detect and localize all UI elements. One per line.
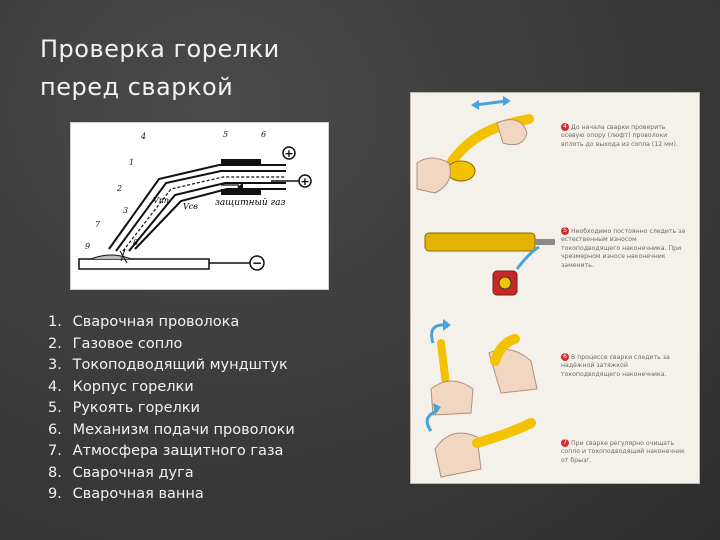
legend-item: 7. Атмосфера защитного газа xyxy=(48,443,284,459)
torch-body xyxy=(108,164,286,264)
legend-item: 4. Корпус горелки xyxy=(48,378,194,395)
title-line-1: Проверка горелки xyxy=(40,35,280,63)
callout-2: 2 xyxy=(116,184,122,193)
minus-symbol: − xyxy=(252,256,262,270)
plus-terminal-top xyxy=(282,146,296,160)
step-5-text: Необходимо постоянно следить за естестве… xyxy=(561,228,686,269)
workpiece xyxy=(78,258,210,270)
callout-5: 5 xyxy=(223,130,228,139)
parts-legend: 1. Сварочная проволока 2. Газовое сопло … xyxy=(48,312,378,506)
weld-pool xyxy=(90,254,132,260)
plus-symbol-top: + xyxy=(284,147,293,160)
step-6-text: В процессе сварки следить за надёжной за… xyxy=(561,354,670,378)
torch-diagram-drawing: + + − защитный газ Vсв Vпп 4 5 6 1 2 3 7… xyxy=(78,130,312,271)
step-6-illustration xyxy=(430,319,538,416)
slide-title: Проверка горелки перед сваркой xyxy=(40,30,380,106)
step-6-badge: 6 xyxy=(561,353,569,361)
callout-9: 9 xyxy=(85,242,90,251)
legend-item: 6. Механизм подачи проволоки xyxy=(48,421,295,438)
title-line-2: перед сваркой xyxy=(40,73,234,101)
legend-list: 1. Сварочная проволока 2. Газовое сопло … xyxy=(48,312,378,506)
step-7-badge: 7 xyxy=(561,439,569,447)
torch-diagram: + + − защитный газ Vсв Vпп 4 5 6 1 2 3 7… xyxy=(70,122,329,290)
legend-item: 3. Токоподводящий мундштук xyxy=(48,357,288,373)
legend-item: 1. Сварочная проволока xyxy=(48,314,240,330)
step-5-badge: 5 xyxy=(561,227,569,235)
step-7-illustration xyxy=(425,403,536,478)
feed-roller-top xyxy=(221,159,261,165)
step-4-illustration xyxy=(416,96,534,194)
callout-1: 1 xyxy=(129,158,134,167)
step-7-text: При сварке регулярно очищать сопло и ток… xyxy=(561,440,685,464)
step-4-text: До начала сварки проверить осевую опору … xyxy=(561,124,678,148)
step-5-illustration xyxy=(424,232,555,296)
feed-label: Vпп xyxy=(153,196,169,205)
gas-label: защитный газ xyxy=(215,198,285,208)
maintenance-illustrations xyxy=(416,96,555,478)
speed-label: Vсв xyxy=(183,202,198,211)
legend-item: 5. Рукоять горелки xyxy=(48,400,200,416)
callout-4: 4 xyxy=(140,132,146,141)
legend-item: 8. Сварочная дуга xyxy=(48,464,194,481)
legend-item: 2. Газовое сопло xyxy=(48,335,183,352)
callout-6: 6 xyxy=(261,130,266,139)
callout-3: 3 xyxy=(123,206,128,215)
legend-item: 9. Сварочная ванна xyxy=(48,486,204,502)
feed-roller-bottom xyxy=(221,189,261,195)
step-4-badge: 4 xyxy=(561,123,569,131)
callout-8: 8 xyxy=(133,238,138,247)
callout-7: 7 xyxy=(95,220,101,229)
plus-symbol: + xyxy=(300,175,309,188)
